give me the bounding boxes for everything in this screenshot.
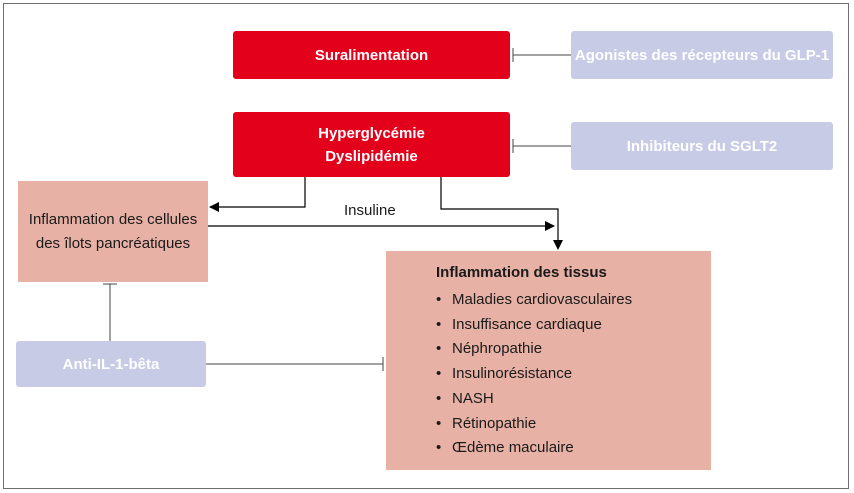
overeating-box: Suralimentation	[233, 31, 510, 79]
sglt2-inhibitors-label: Inhibiteurs du SGLT2	[626, 137, 778, 155]
anti-il1-beta-label: Anti-IL-1-bêta	[62, 355, 160, 373]
anti-il1-beta-box: Anti-IL-1-bêta	[16, 341, 206, 387]
islet-label-line2: des îlots pancréatiques	[35, 234, 191, 252]
list-item: Œdème maculaire	[436, 436, 632, 461]
hyperglycemia-dyslipidemia-box: Hyperglycémie Dyslipidémie	[233, 112, 510, 177]
list-item: Rétinopathie	[436, 412, 632, 437]
list-item: Maladies cardiovasculaires	[436, 288, 632, 313]
overeating-label: Suralimentation	[314, 46, 429, 64]
islet-label-line1: Inflammation des cellules	[28, 210, 198, 228]
tissue-inflammation-title: Inflammation des tissus	[436, 264, 607, 281]
diagram-frame	[3, 3, 849, 489]
hyperglycemia-to-islet-arrow	[209, 177, 306, 212]
tissue-inflammation-box: Inflammation des tissus Maladies cardiov…	[386, 251, 711, 470]
list-item: Insulinorésistance	[436, 362, 632, 387]
islet-inflammation-box: Inflammation des cellules des îlots panc…	[18, 181, 208, 282]
insulin-label: Insuline	[344, 202, 396, 219]
tissue-inflammation-list: Maladies cardiovasculaires Insuffisance …	[436, 288, 632, 461]
list-item: Néphropathie	[436, 337, 632, 362]
glp1-agonists-label: Agonistes des récepteurs du GLP-1	[574, 46, 830, 64]
hyperglycemia-label: Hyperglycémie	[318, 124, 425, 142]
list-item: Insuffisance cardiaque	[436, 313, 632, 338]
list-item: NASH	[436, 387, 632, 412]
sglt2-inhibitors-box: Inhibiteurs du SGLT2	[571, 122, 833, 170]
dyslipidemia-label: Dyslipidémie	[325, 147, 418, 165]
hyperglycemia-to-tissue-arrow	[440, 177, 563, 250]
glp1-agonists-box: Agonistes des récepteurs du GLP-1	[571, 31, 833, 79]
